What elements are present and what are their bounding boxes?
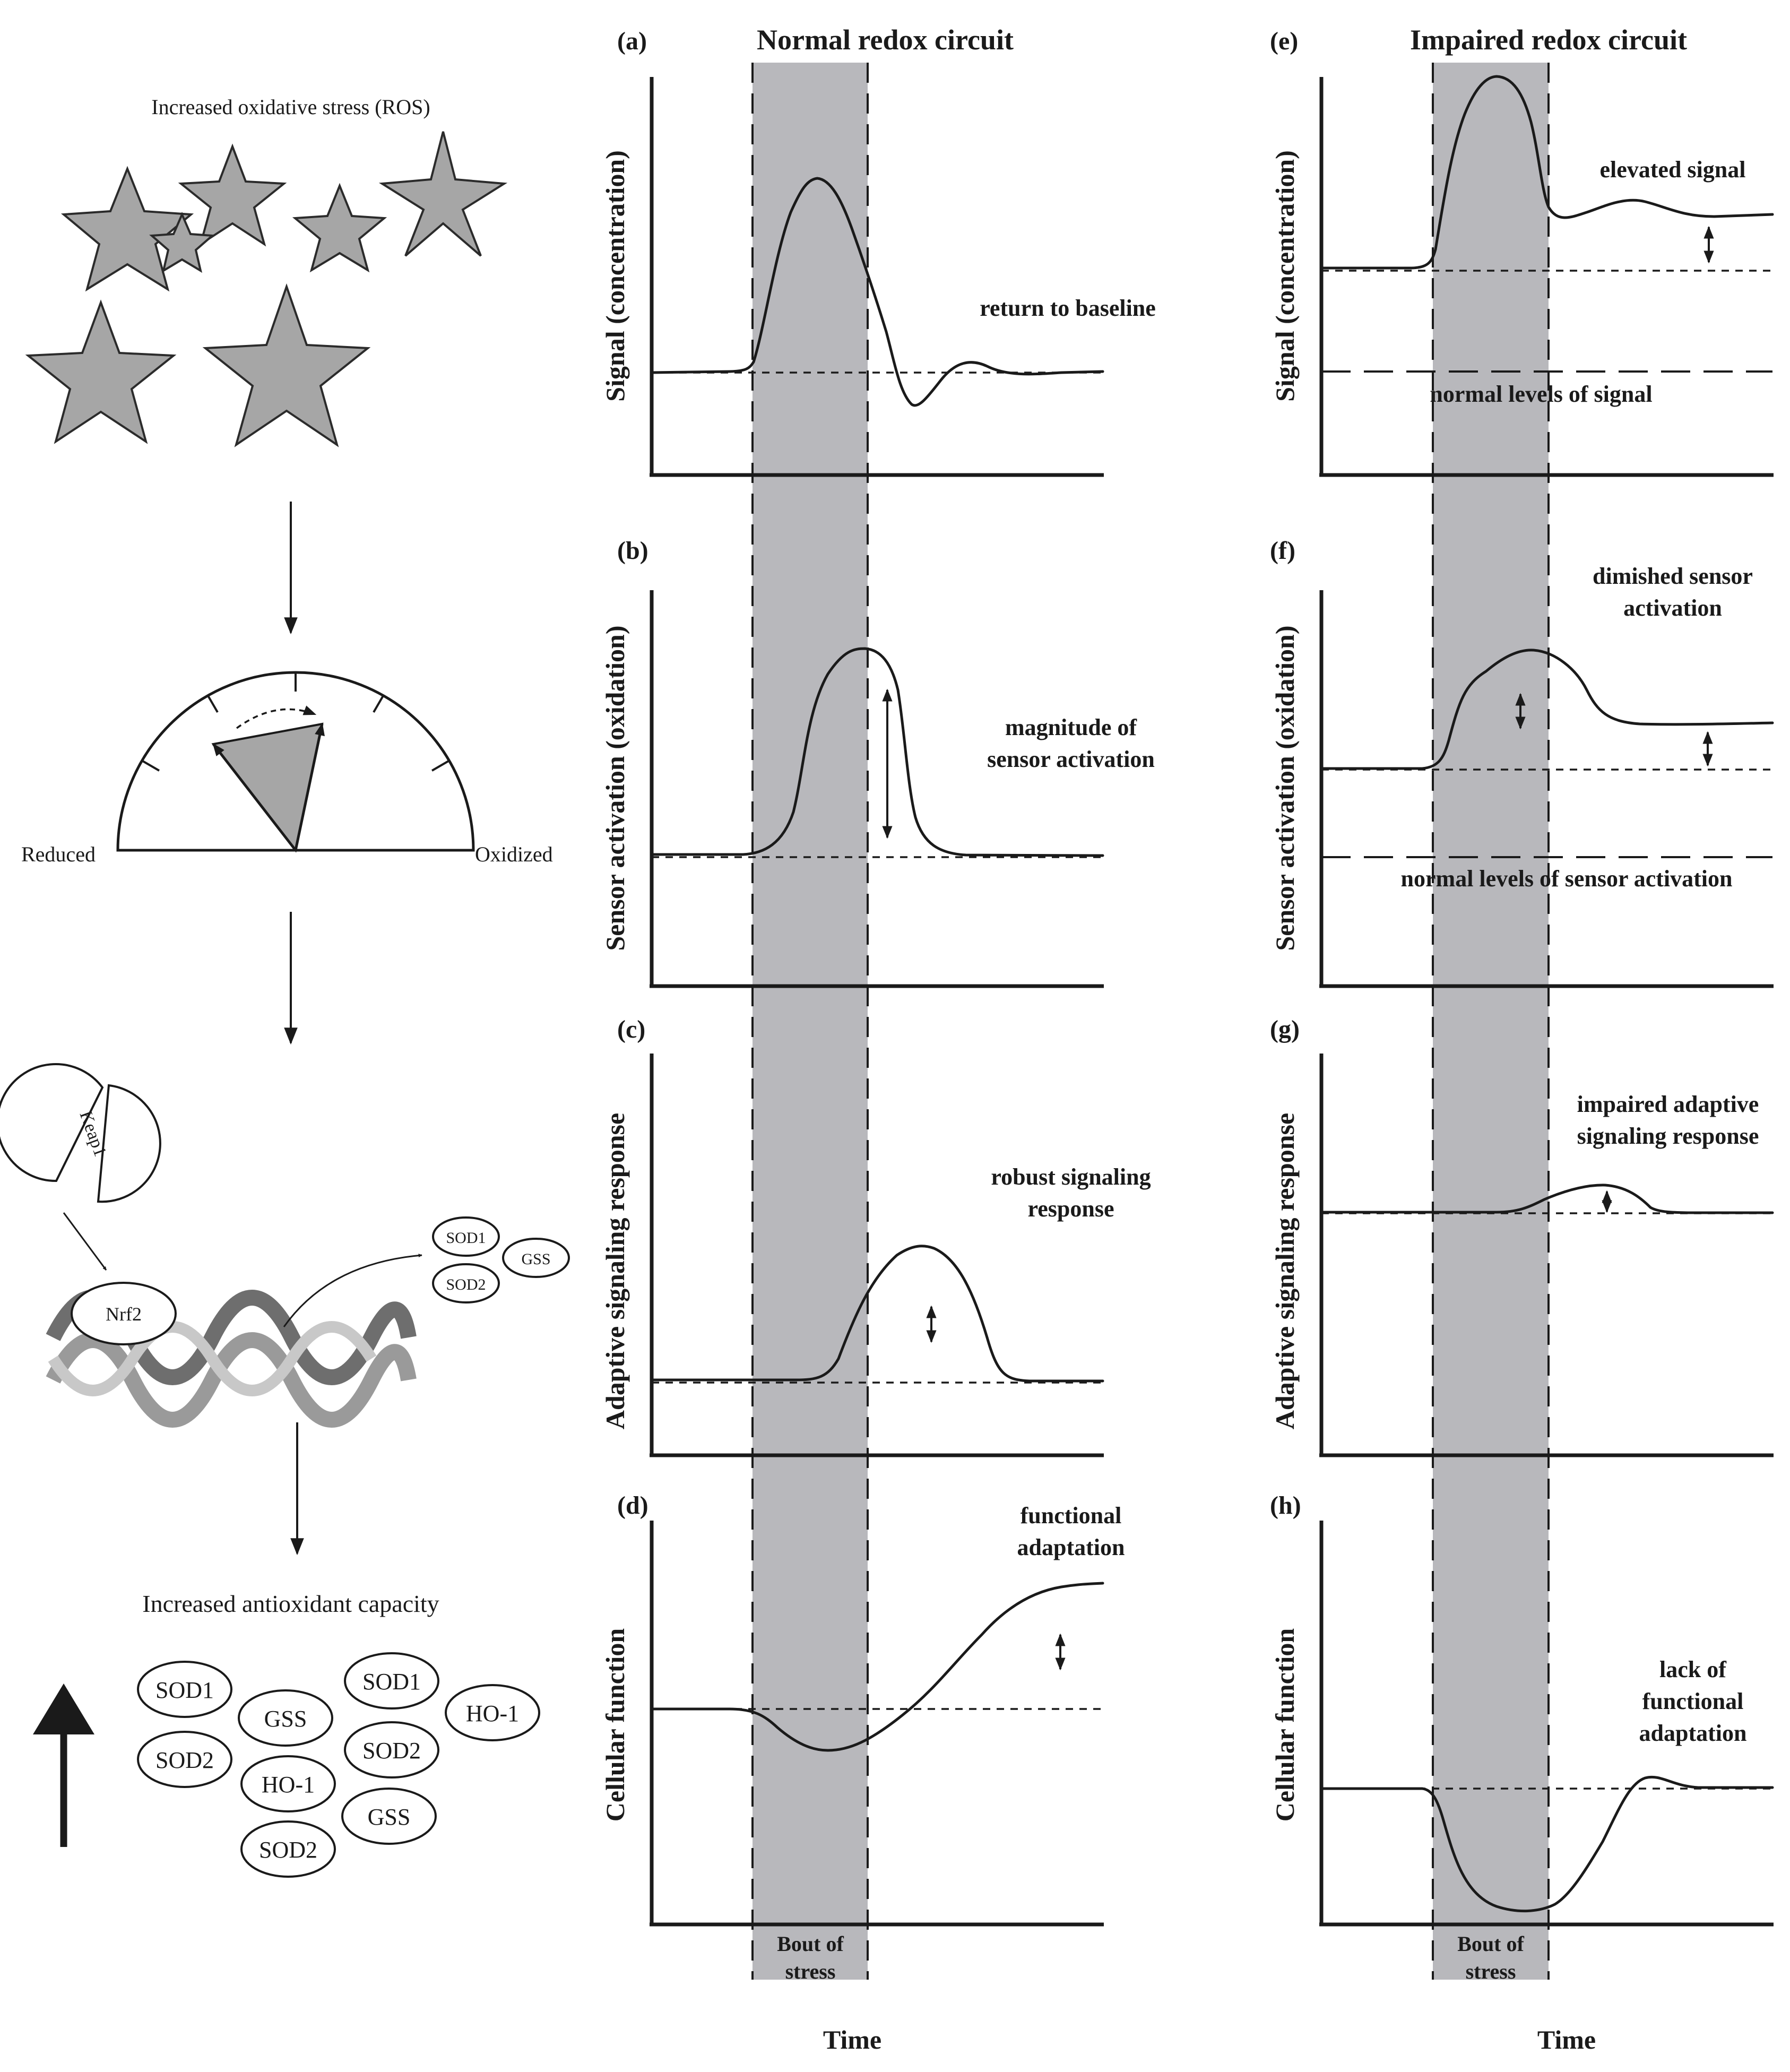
ros-star	[25, 299, 177, 444]
note-lack-2: functional	[1642, 1688, 1744, 1714]
enzyme-sod2: SOD2	[155, 1747, 214, 1773]
stress-bout-band	[753, 63, 868, 1980]
note-dimished-2: activation	[1623, 595, 1722, 621]
enzyme-sod2: SOD2	[362, 1738, 421, 1764]
mechanism-column: Increased oxidative stress (ROS) Reduced…	[0, 95, 570, 1878]
ylabel-c: Adaptive signaling response	[600, 1113, 630, 1429]
panel-letter-g: (g)	[1270, 1015, 1300, 1043]
keap1-left-half	[0, 1063, 104, 1182]
curve-a-signal	[650, 177, 1104, 407]
ylabel-a: Signal (concentration)	[600, 150, 630, 402]
ylabel-e: Signal (concentration)	[1270, 150, 1300, 402]
panel-letter-h: (h)	[1270, 1491, 1301, 1520]
small-bubble-sod2: SOD2	[446, 1276, 486, 1293]
enzyme-ho1: HO-1	[466, 1700, 519, 1726]
ros-star	[202, 283, 371, 447]
note-functional-2: adaptation	[1017, 1534, 1125, 1560]
xlabel-time-impaired: Time	[1537, 2025, 1596, 2054]
enzyme-ho1: HO-1	[262, 1772, 315, 1798]
enzyme-gss: GSS	[368, 1804, 411, 1830]
ros-star	[178, 143, 287, 247]
normal-levels-sensor: normal levels of sensor activation	[1401, 866, 1733, 892]
note-lack-3: adaptation	[1639, 1720, 1747, 1746]
keap1-nrf2-pathway: Keap1 Nrf2 SOD1 GSS SOD2	[0, 1063, 570, 1428]
curve-f-sensor	[1320, 649, 1774, 770]
stress-bout-band	[1433, 63, 1549, 1980]
panel-letter-b: (b)	[617, 537, 648, 565]
note-functional-1: functional	[1021, 1503, 1122, 1529]
column-title-impaired: Impaired redox circuit	[1410, 24, 1687, 56]
enzyme-sod1: SOD1	[362, 1669, 421, 1695]
gauge-label-reduced: Reduced	[21, 842, 96, 866]
increase-arrow-head	[33, 1683, 94, 1734]
redox-gauge: Reduced Oxidized	[21, 671, 553, 866]
small-bubble-gss: GSS	[521, 1250, 550, 1268]
curve-c-adaptive	[650, 1245, 1104, 1383]
panel-letter-f: (f)	[1270, 537, 1295, 565]
ylabel-h: Cellular function	[1270, 1628, 1300, 1822]
note-return-to-baseline: return to baseline	[980, 295, 1156, 321]
curve-b-sensor	[650, 647, 1104, 857]
antioxidant-title: Increased antioxidant capacity	[142, 1590, 439, 1617]
ros-star	[292, 183, 387, 273]
ylabel-f: Sensor activation (oxidation)	[1270, 626, 1300, 951]
keap1-right-half	[97, 1084, 161, 1203]
curve-g-adaptive	[1320, 1184, 1774, 1214]
column-title-normal: Normal redox circuit	[757, 24, 1014, 56]
nrf2-bubble	[71, 1282, 177, 1345]
column-normal: (a) Normal redox circuit return to basel…	[600, 24, 1156, 2054]
note-robust-2: response	[1028, 1196, 1114, 1222]
small-bubble-sod1: SOD1	[446, 1229, 486, 1247]
ylabel-b: Sensor activation (oxidation)	[600, 626, 630, 951]
column-impaired: (e) Impaired redox circuit elevated sign…	[1270, 24, 1774, 2054]
curve-d-function	[650, 1582, 1104, 1752]
note-elevated-signal: elevated signal	[1600, 157, 1746, 183]
panel-letter-e: (e)	[1270, 27, 1298, 55]
panel-letter-c: (c)	[617, 1015, 645, 1043]
ros-title: Increased oxidative stress (ROS)	[151, 95, 430, 119]
note-impaired-1: impaired adaptive	[1577, 1091, 1759, 1117]
stress-label-2: stress	[785, 1959, 836, 1983]
enzyme-sod2: SOD2	[259, 1837, 317, 1863]
note-magnitude-2: sensor activation	[987, 746, 1155, 772]
enzyme-gss: GSS	[264, 1706, 307, 1732]
curve-e-signal	[1320, 75, 1774, 270]
note-lack-1: lack of	[1659, 1656, 1727, 1682]
enzyme-sod1: SOD1	[155, 1677, 214, 1703]
stress-label-1: Bout of	[1457, 1932, 1524, 1956]
normal-levels-signal: normal levels of signal	[1430, 381, 1652, 407]
note-robust-1: robust signaling	[991, 1164, 1151, 1190]
panel-letter-d: (d)	[617, 1491, 648, 1520]
ros-star	[149, 211, 215, 273]
note-impaired-2: signaling response	[1577, 1123, 1759, 1149]
curve-h-function	[1320, 1775, 1774, 1913]
xlabel-time-normal: Time	[823, 2025, 881, 2054]
note-magnitude-1: magnitude of	[1005, 714, 1137, 740]
stress-label-2: stress	[1466, 1959, 1516, 1983]
gauge-label-oxidized: Oxidized	[475, 842, 553, 866]
panel-letter-a: (a)	[617, 27, 647, 55]
note-dimished-1: dimished sensor	[1593, 563, 1753, 589]
ros-star	[378, 131, 508, 257]
ros-stars	[25, 131, 508, 447]
ros-star	[60, 166, 194, 292]
ylabel-d: Cellular function	[600, 1628, 630, 1822]
nrf2-label: Nrf2	[106, 1303, 142, 1325]
ylabel-g: Adaptive signaling response	[1270, 1113, 1300, 1429]
stress-label-1: Bout of	[777, 1932, 844, 1956]
antioxidant-enzymes: SOD1 GSS SOD1 HO-1 SOD2 SOD2 HO-1 GSS SO…	[137, 1652, 540, 1878]
